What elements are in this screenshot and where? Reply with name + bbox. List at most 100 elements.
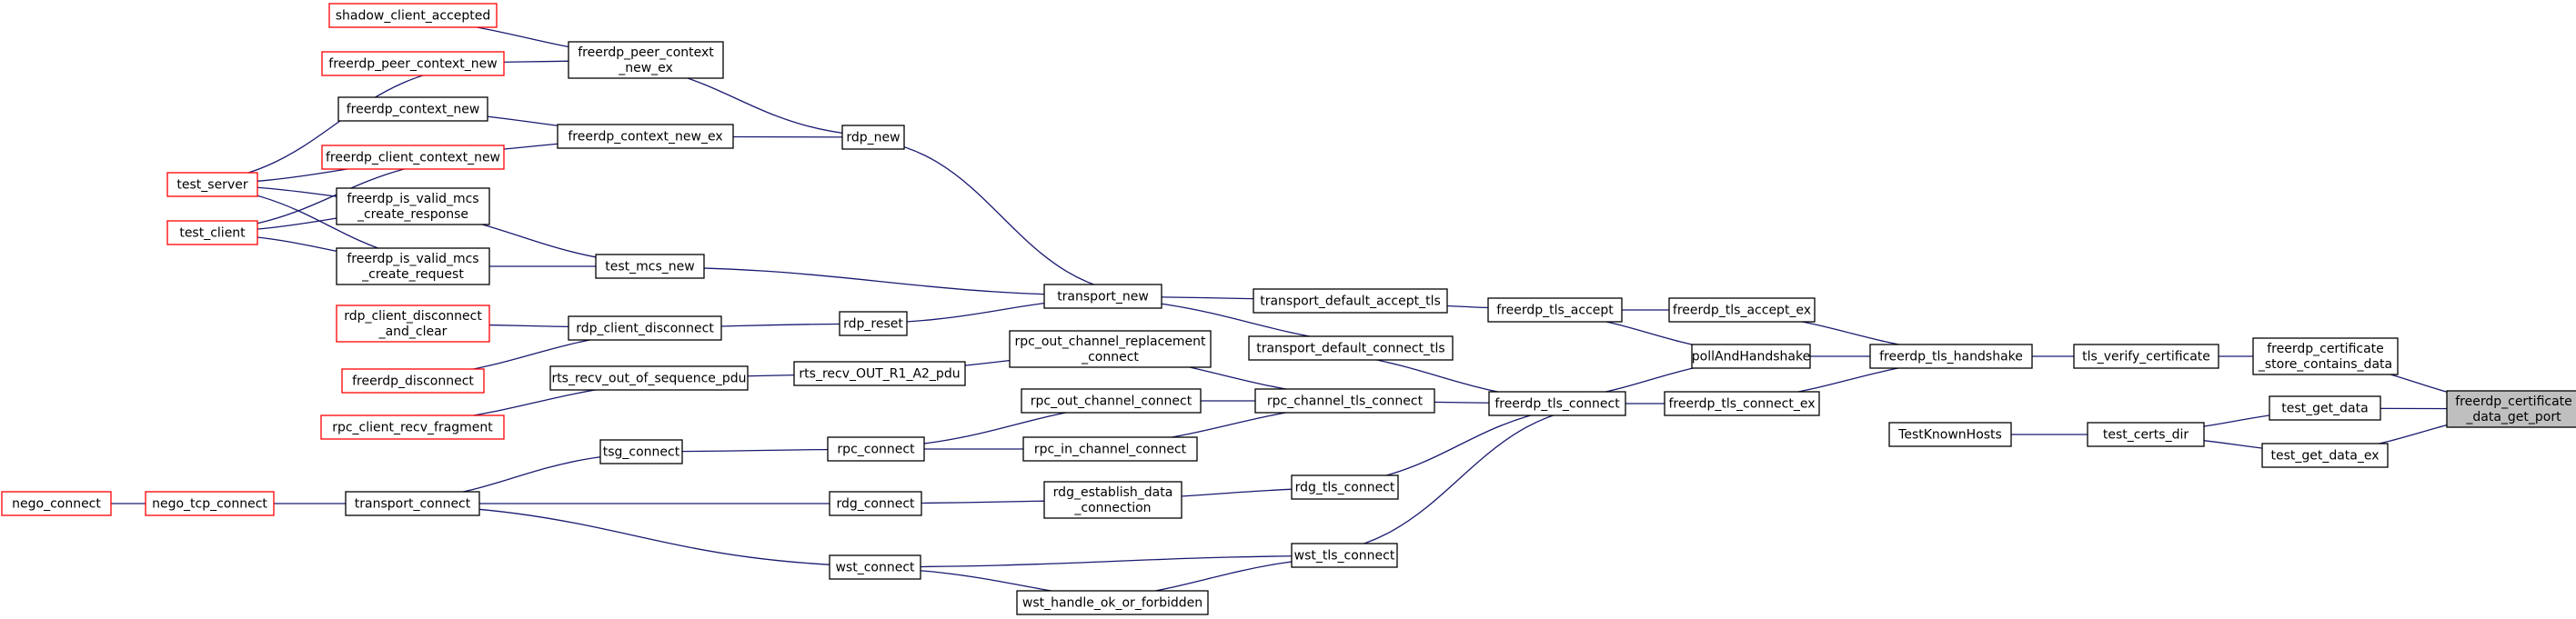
node-freerdp-disconnect[interactable]: freerdp_disconnect [341, 368, 485, 394]
node-cli-ctx-new[interactable]: freerdp_client_context_new [321, 145, 505, 170]
node-label: rpc_out_channel_connect [1031, 394, 1192, 409]
node-rdg-connect[interactable]: rdg_connect [829, 491, 922, 516]
node-label: test_server [176, 178, 247, 193]
node-box [336, 247, 490, 285]
node-rpc-recv-frag[interactable]: rpc_client_recv_fragment [320, 414, 505, 440]
node-tdct[interactable]: transport_default_connect_tls [1248, 335, 1454, 361]
node-tsg-connect[interactable]: tsg_connect [599, 439, 683, 464]
node-box [1248, 335, 1454, 361]
node-rpc-chan-tls[interactable]: rpc_channel_tls_connect [1254, 388, 1435, 414]
node-box [341, 368, 485, 394]
node-mcs-req[interactable]: freerdp_is_valid_mcs_create_request [336, 247, 490, 285]
node-label: freerdp_is_valid_mcs [347, 252, 478, 266]
node-box [1253, 288, 1448, 314]
node-box [2252, 337, 2399, 375]
node-label: rpc_connect [837, 443, 915, 457]
node-label: transport_default_connect_tls [1256, 342, 1444, 356]
node-test-mcs-new[interactable]: test_mcs_new [595, 254, 705, 279]
node-box [166, 172, 258, 197]
node-box [1016, 590, 1209, 615]
node-nego-tcp[interactable]: nego_tcp_connect [145, 491, 275, 516]
node-peer-ctx-new-ex[interactable]: freerdp_peer_context_new_ex [568, 41, 724, 79]
node-shadow[interactable]: shadow_client_accepted [328, 3, 498, 28]
node-box [321, 51, 505, 76]
node-rdp-cli-disc[interactable]: rdp_client_disconnect [568, 315, 722, 341]
node-label: transport_new [1057, 290, 1149, 305]
node-label: rdp_reset [843, 317, 903, 332]
node-label: _new_ex [618, 61, 673, 75]
node-wst-tls[interactable]: wst_tls_connect [1291, 543, 1398, 568]
node-peer-ctx-new[interactable]: freerdp_peer_context_new [321, 51, 505, 76]
node-transport-new[interactable]: transport_new [1043, 284, 1162, 309]
node-label: freerdp_context_new_ex [568, 130, 722, 145]
node-label: freerdp_tls_connect_ex [1668, 397, 1815, 412]
node-label: test_get_data [2281, 402, 2368, 416]
node-label: wst_tls_connect [1294, 549, 1395, 564]
node-tls-connect[interactable]: freerdp_tls_connect [1488, 391, 1626, 416]
node-rts-seq[interactable]: rts_recv_out_of_sequence_pdu [549, 365, 749, 391]
node-box [829, 554, 921, 580]
node-box [320, 414, 505, 440]
node-box [145, 491, 275, 516]
node-rdg-estab[interactable]: rdg_establish_data_connection [1043, 481, 1182, 519]
node-wst-handle[interactable]: wst_handle_ok_or_forbidden [1016, 590, 1209, 615]
node-poll[interactable]: pollAndHandshake [1691, 344, 1811, 369]
node-rts-recv-a2[interactable]: rts_recv_OUT_R1_A2_pdu [793, 361, 966, 386]
node-box [1021, 388, 1202, 414]
node-test-server[interactable]: test_server [166, 172, 258, 197]
node-label: _store_contains_data [2258, 357, 2392, 372]
node-tls-handshake[interactable]: freerdp_tls_handshake [1869, 344, 2033, 369]
node-nego-connect[interactable]: nego_connect [1, 491, 112, 516]
node-label: test_get_data_ex [2270, 449, 2379, 464]
node-label: _connection [1073, 501, 1151, 515]
node-box [549, 365, 749, 391]
node-box [595, 254, 705, 279]
node-rdp-new[interactable]: rdp_new [841, 125, 905, 150]
node-test-get-data[interactable]: test_get_data [2269, 395, 2381, 421]
node-box [793, 361, 966, 386]
node-label: rdg_connect [836, 497, 915, 512]
node-transport-connect[interactable]: transport_connect [345, 491, 480, 516]
node-label: rdg_tls_connect [1295, 481, 1395, 495]
node-ctx-new-ex[interactable]: freerdp_context_new_ex [557, 124, 734, 149]
node-tls-connect-ex[interactable]: freerdp_tls_connect_ex [1664, 391, 1820, 416]
node-box [841, 125, 905, 150]
node-wst-connect[interactable]: wst_connect [829, 554, 921, 580]
node-rpc-out-chan[interactable]: rpc_out_channel_connect [1021, 388, 1202, 414]
node-tls-accept-ex[interactable]: freerdp_tls_accept_ex [1668, 297, 1816, 323]
node-box [599, 439, 683, 464]
edge-rdg-tls-to-tls-connect [1291, 400, 1626, 488]
node-label: rpc_client_recv_fragment [332, 421, 493, 435]
node-mcs-resp[interactable]: freerdp_is_valid_mcs_create_response [336, 187, 490, 225]
node-label: rdp_client_disconnect [576, 322, 714, 336]
node-rdp-cli-disc-clear[interactable]: rdp_client_disconnect_and_clear [336, 305, 490, 343]
node-rpc-in-chan[interactable]: rpc_in_channel_connect [1022, 436, 1198, 462]
node-rpc-connect[interactable]: rpc_connect [827, 436, 925, 462]
node-box [839, 311, 908, 336]
node-rdp-reset[interactable]: rdp_reset [839, 311, 908, 336]
node-testknownhosts[interactable]: TestKnownHosts [1888, 422, 2012, 447]
node-label: test_certs_dir [2103, 428, 2189, 443]
node-label: freerdp_disconnect [352, 374, 474, 389]
node-ctx-new[interactable]: freerdp_context_new [337, 96, 488, 122]
node-label: test_client [179, 226, 246, 241]
node-store-contains[interactable]: freerdp_certificate_store_contains_data [2252, 337, 2399, 375]
node-label: rpc_out_channel_replacement [1014, 334, 1206, 349]
node-box [321, 145, 505, 170]
node-test-certs-dir[interactable]: test_certs_dir [2087, 422, 2205, 447]
node-box [1488, 391, 1626, 416]
node-test-get-data-ex[interactable]: test_get_data_ex [2261, 443, 2389, 468]
node-box [557, 124, 734, 149]
node-box [568, 315, 722, 341]
node-rdg-tls[interactable]: rdg_tls_connect [1291, 474, 1399, 500]
node-label: _data_get_port [2465, 410, 2561, 424]
node-box [336, 187, 490, 225]
node-label: freerdp_client_context_new [326, 151, 500, 165]
node-tdat[interactable]: transport_default_accept_tls [1253, 288, 1448, 314]
node-rpc-out-repl[interactable]: rpc_out_channel_replacement_connect [1009, 330, 1212, 368]
node-tls-verify[interactable]: tls_verify_certificate [2073, 344, 2219, 369]
node-test-client[interactable]: test_client [166, 220, 258, 245]
node-label: _and_clear [378, 324, 448, 339]
node-root[interactable]: freerdp_certificate_data_get_port [2446, 390, 2576, 428]
node-tls-accept[interactable]: freerdp_tls_accept [1487, 297, 1623, 323]
